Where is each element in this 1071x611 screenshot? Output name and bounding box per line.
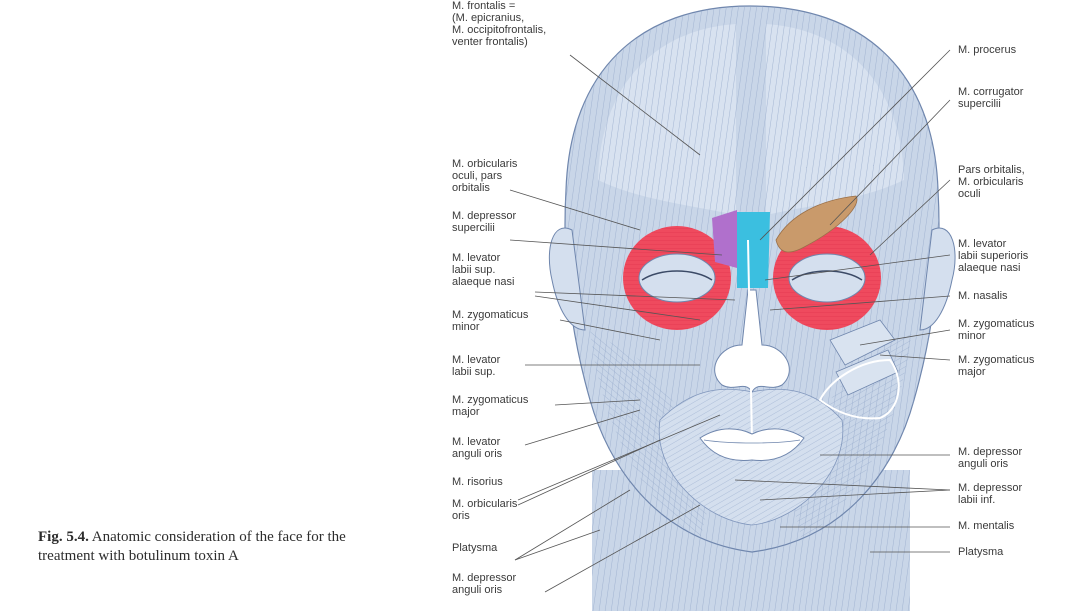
label-line: labii sup.: [452, 264, 514, 276]
label-line: M. levator: [452, 436, 502, 448]
label-line: oculi: [958, 188, 1025, 200]
label-line: M. depressor: [452, 572, 516, 584]
label-orbicularis-oris: M. orbicularis oris: [452, 498, 517, 522]
procerus-muscle: [737, 212, 770, 288]
label-platysma-left: Platysma: [452, 542, 497, 554]
label-depressor-labii: M. depressor labii inf.: [958, 482, 1022, 506]
label-line: M. depressor: [958, 446, 1022, 458]
label-line: M. zygomaticus: [452, 394, 528, 406]
label-zygomaticus-major-left: M. zygomaticus major: [452, 394, 528, 418]
label-line: alaeque nasi: [958, 262, 1028, 274]
label-risorius: M. risorius: [452, 476, 503, 488]
label-platysma-right: Platysma: [958, 546, 1003, 558]
label-line: orbitalis: [452, 182, 517, 194]
label-line: minor: [958, 330, 1034, 342]
label-line: M. zygomaticus: [958, 318, 1034, 330]
label-pars-orbitalis: Pars orbitalis, M. orbicularis oculi: [958, 164, 1025, 200]
label-corrugator: M. corrugator supercilii: [958, 86, 1023, 110]
figure-caption: Fig. 5.4. Anatomic consideration of the …: [38, 528, 398, 566]
label-line: M. occipitofrontalis,: [452, 24, 546, 36]
label-depressor-supercilii: M. depressor supercilii: [452, 210, 516, 234]
label-line: major: [958, 366, 1034, 378]
label-line: venter frontalis): [452, 36, 546, 48]
label-line: M. levator: [958, 238, 1028, 250]
label-mentalis: M. mentalis: [958, 520, 1014, 532]
label-line: oris: [452, 510, 517, 522]
figure-number: Fig. 5.4.: [38, 529, 89, 545]
label-line: anguli oris: [452, 584, 516, 596]
label-line: M. nasalis: [958, 290, 1008, 302]
label-line: Platysma: [452, 542, 497, 554]
label-line: M. frontalis =: [452, 0, 546, 12]
label-line: anguli oris: [452, 448, 502, 460]
label-line: supercilii: [452, 222, 516, 234]
label-line: major: [452, 406, 528, 418]
label-levator-labii-sup: M. levator labii sup.: [452, 354, 500, 378]
label-line: M. depressor: [958, 482, 1022, 494]
label-line: M. zygomaticus: [958, 354, 1034, 366]
label-line: M. depressor: [452, 210, 516, 222]
label-levator-alaeque-right: M. levator labii superioris alaeque nasi: [958, 238, 1028, 274]
label-line: supercilii: [958, 98, 1023, 110]
label-procerus: M. procerus: [958, 44, 1016, 56]
label-line: M. procerus: [958, 44, 1016, 56]
label-line: labii sup.: [452, 366, 500, 378]
label-line: labii inf.: [958, 494, 1022, 506]
label-line: M. risorius: [452, 476, 503, 488]
label-line: M. orbicularis: [958, 176, 1025, 188]
depressor-supercilii-muscle: [712, 210, 737, 268]
label-line: M. corrugator: [958, 86, 1023, 98]
label-depressor-anguli-right: M. depressor anguli oris: [958, 446, 1022, 470]
label-line: Platysma: [958, 546, 1003, 558]
label-zygomaticus-minor-left: M. zygomaticus minor: [452, 309, 528, 333]
label-line: M. mentalis: [958, 520, 1014, 532]
label-line: alaeque nasi: [452, 276, 514, 288]
label-nasalis: M. nasalis: [958, 290, 1008, 302]
label-line: M. levator: [452, 354, 500, 366]
label-zygomaticus-minor-right: M. zygomaticus minor: [958, 318, 1034, 342]
label-line: Pars orbitalis,: [958, 164, 1025, 176]
label-zygomaticus-major-right: M. zygomaticus major: [958, 354, 1034, 378]
label-levator-anguli-oris: M. levator anguli oris: [452, 436, 502, 460]
label-line: anguli oris: [958, 458, 1022, 470]
label-line: M. zygomaticus: [452, 309, 528, 321]
label-orbicularis-orbitalis: M. orbicularis oculi, pars orbitalis: [452, 158, 517, 194]
label-frontalis: M. frontalis = (M. epicranius, M. occipi…: [452, 0, 546, 48]
label-line: M. orbicularis: [452, 158, 517, 170]
label-line: minor: [452, 321, 528, 333]
label-line: M. orbicularis: [452, 498, 517, 510]
label-depressor-anguli-left: M. depressor anguli oris: [452, 572, 516, 596]
label-line: oculi, pars: [452, 170, 517, 182]
label-line: M. levator: [452, 252, 514, 264]
label-levator-alaeque-left: M. levator labii sup. alaeque nasi: [452, 252, 514, 288]
label-line: (M. epicranius,: [452, 12, 546, 24]
label-line: labii superioris: [958, 250, 1028, 262]
